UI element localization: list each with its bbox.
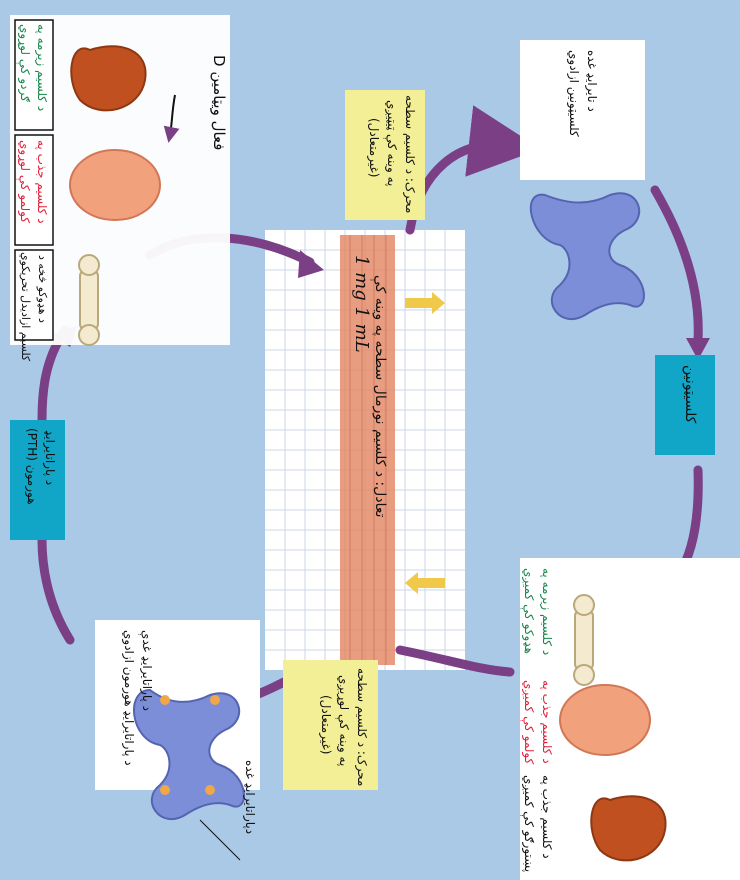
left-intestine-label-box [14, 134, 54, 246]
parathyroid-release-line2: د پاراتايرايډ هورمون ازادوي [122, 630, 136, 766]
top-right-intestine-line1: د کلسيم جذب په [540, 680, 554, 764]
parathyroid-gland-label: دپاراتايرايډ غده [243, 760, 257, 835]
center-measure: 1 mg 1 mL [351, 255, 372, 353]
thyroid-panel [520, 40, 645, 180]
stimulus-low-line1: محرک: د کلسيم سطحه [355, 668, 369, 787]
top-right-kidney-line2: پښتورګو کې کميږي [522, 775, 536, 873]
left-bone-line2: کلسيم ازاديدل تحريکوي [19, 252, 32, 362]
stimulus-high-box [345, 90, 425, 220]
kidney-icon-left [70, 45, 147, 112]
kidney-icon-right [590, 795, 667, 862]
blood-calcium-grid [265, 230, 465, 670]
pth-label-line1: د پاراتايرايډ [43, 430, 57, 486]
pth-label-line2: هورمون (PTH) [25, 428, 39, 505]
top-right-bone-line2: هډوکو کې کميږي [522, 568, 536, 654]
center-axis-label: تعادل: د کلسيم نورمال سطحه په وينه کې [372, 275, 388, 518]
calcitonin-label: کلسيټونين [682, 365, 698, 424]
left-bone-line1: د هډوکو څخه د [36, 255, 49, 323]
calcitonin-box [655, 355, 715, 455]
top-right-kidney-line1: د کلسيم جذب په [540, 775, 554, 859]
vitamin-d-label: فعال ويټامين D [210, 55, 228, 151]
left-kidney-label-box [14, 19, 54, 131]
left-kidney-line1: د کلسيم زيرمه په [35, 24, 49, 112]
intestine-icon-right [559, 684, 651, 756]
parathyroid-release-line1: د پاراتايرايډ غدې [140, 630, 154, 711]
bone-icon-right [573, 594, 595, 686]
stimulus-low-line2: په وينه کې لوړيږي [337, 675, 351, 767]
stimulus-low-box [283, 660, 378, 790]
vitamin-d-arrow [163, 94, 180, 143]
stimulus-high-line1: محرک: د کلسيم سطحه [403, 95, 417, 214]
left-intestine-line2: کولمو کې لوړوي [18, 140, 32, 224]
intestine-icon-left [69, 149, 161, 221]
top-right-intestine-line2: کولمو کې کميږي [522, 680, 536, 765]
thyroid-release-line2: کلسيټونين ازادوي [567, 50, 581, 137]
stimulus-high-line2: په وينه کې ټيټيږي [385, 100, 399, 187]
parathyroid-gland-icon [133, 688, 245, 861]
top-right-bone-line1: د کلسيم زيرمه په [540, 568, 554, 656]
thyroid-gland-icon [529, 192, 645, 321]
left-intestine-line1: د کلسيم جذب په [35, 140, 49, 224]
pth-box [10, 420, 65, 540]
left-kidney-line2: ګردو کې لوړوي [18, 24, 32, 102]
stimulus-high-line3: (غيرمتعادل) [367, 118, 381, 178]
stimulus-low-line3: (غيرمتعادل) [319, 695, 333, 755]
left-bone-label-box [14, 249, 54, 341]
bone-icon-left [78, 254, 100, 346]
thyroid-release-line1: د تايرايډ غده [585, 50, 599, 112]
